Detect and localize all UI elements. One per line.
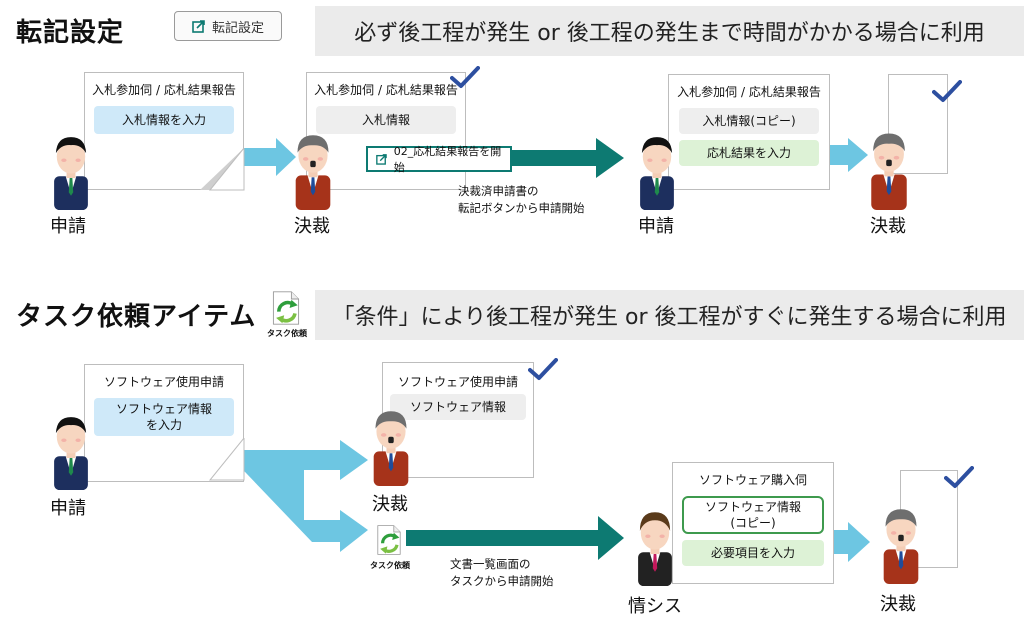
arrow-light-3: [828, 522, 870, 562]
document-card: ソフトウェア購入伺 ソフトウェア情報 (コピー) 必要項目を入力: [672, 462, 834, 584]
task-request-caption: タスク依頼: [370, 561, 410, 570]
field-bid-info-input: 入札情報を入力: [94, 106, 234, 134]
field-bid-info-copy: 入札情報(コピー): [679, 108, 819, 134]
arrow-teal-main: [505, 138, 624, 178]
check-icon: [528, 358, 558, 382]
document-card: 入札参加伺 / 応札結果報告 入札情報(コピー) 応札結果を入力: [668, 74, 830, 190]
field-software-info-input: ソフトウェア情報 を入力: [94, 398, 234, 436]
top-arrows: [238, 138, 868, 178]
person-approver-icon: [876, 502, 926, 584]
field-bid-info: 入札情報: [316, 106, 456, 134]
arrow-light-2: [828, 138, 868, 172]
page-curl-icon: [208, 438, 245, 481]
section-title-task-request: タスク依頼アイテム: [16, 302, 257, 332]
field-line: (コピー): [730, 516, 776, 530]
document-card: 入札参加伺 / 応札結果報告 入札情報を入力: [84, 72, 244, 190]
transcription-settings-label: 転記設定: [211, 20, 264, 36]
field-line: を入力: [145, 418, 182, 432]
note-line: 転記ボタンから申請開始: [458, 200, 585, 215]
field-bid-result-input: 応札結果を入力: [679, 140, 819, 166]
person-approver-icon: [366, 404, 416, 486]
page-curl-icon: [200, 148, 245, 191]
note-line: タスクから申請開始: [450, 573, 554, 588]
person-it-staff-icon: [630, 506, 680, 586]
person-label: 情シス: [628, 596, 682, 617]
person-applicant-icon: [46, 410, 96, 490]
start-report-button[interactable]: 02_応札結果報告を開始: [366, 145, 512, 174]
person-label: 申請: [50, 216, 86, 237]
person-label: 決裁: [870, 216, 906, 237]
document-title: 入札参加伺 / 応札結果報告: [314, 83, 458, 97]
share-icon: [192, 20, 205, 33]
document-title: 入札参加伺 / 応札結果報告: [92, 83, 236, 97]
transcription-settings-button[interactable]: 転記設定: [174, 11, 282, 41]
field-software-info-copy: ソフトウェア情報 (コピー): [682, 496, 824, 534]
document-title: 入札参加伺 / 応札結果報告: [677, 85, 821, 99]
top-banner: 必ず後工程が発生 or 後工程の発生まで時間がかかる場合に利用: [315, 6, 1024, 56]
field-required-items-input: 必要項目を入力: [682, 540, 824, 566]
start-report-label: 02_応札結果報告を開始: [393, 145, 502, 174]
note-text: 決裁済申請書の 転記ボタンから申請開始: [458, 183, 585, 216]
field-line: ソフトウェア情報: [115, 401, 212, 416]
note-line: 決裁済申請書の: [458, 184, 539, 198]
check-icon: [944, 466, 974, 490]
task-request-icon: [372, 524, 406, 556]
document-title: ソフトウェア使用申請: [397, 375, 518, 389]
document-title: ソフトウェア使用申請: [103, 375, 224, 389]
note-line: 文書一覧画面の: [450, 557, 531, 571]
person-label: 申請: [50, 498, 86, 519]
document-card: ソフトウェア使用申請 ソフトウェア情報 を入力: [84, 364, 244, 482]
share-icon: [376, 154, 387, 165]
document-title: ソフトウェア購入伺: [698, 473, 807, 487]
section-title-transcription: 転記設定: [16, 18, 125, 48]
person-label: 決裁: [880, 594, 916, 615]
arrow-light-branch: [224, 440, 368, 552]
bottom-banner: 「条件」により後工程が発生 or 後工程がすぐに発生する場合に利用: [315, 290, 1024, 340]
note-text: 文書一覧画面の タスクから申請開始: [450, 556, 554, 589]
field-software-info: ソフトウェア情報: [390, 394, 526, 420]
person-label: 決裁: [372, 494, 408, 515]
task-request-caption: タスク依頼: [267, 329, 307, 338]
arrow-teal-bottom: [406, 516, 624, 560]
arrow-light-1: [238, 138, 296, 176]
field-line: ソフトウェア情報: [704, 499, 801, 514]
person-label: 申請: [638, 216, 674, 237]
person-label: 決裁: [294, 216, 330, 237]
